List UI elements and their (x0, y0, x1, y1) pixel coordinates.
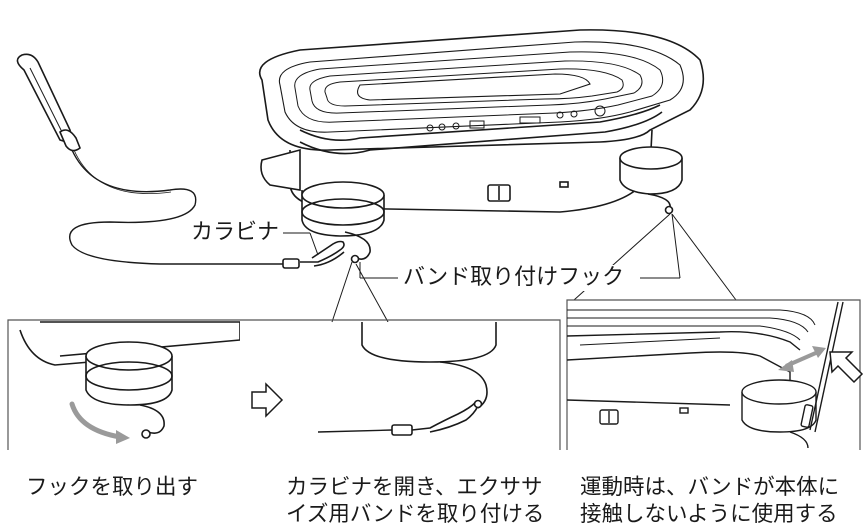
step3-detail (567, 301, 844, 449)
step2-caption: カラビナを開き、エクササ イズ用バンドを取り付ける (286, 475, 545, 527)
step1-caption: フックを取り出す (26, 475, 199, 500)
detail-panel-frame (7, 319, 561, 450)
step1-detail (19, 321, 240, 439)
exercise-band (16, 53, 345, 269)
rotation-arrow-head (116, 430, 130, 444)
outline-right-arrow-icon (251, 382, 284, 418)
carabiner-label: カラビナ (188, 220, 283, 246)
vibration-machine (258, 29, 705, 264)
step2-detail (317, 322, 497, 436)
movement-arrow-icon (778, 346, 826, 372)
step3-caption: 運動時は、バンドが本体に 接触しないように使用する (580, 475, 840, 527)
band-hook-label: バンド取り付けフック (400, 265, 628, 291)
rotation-arrow-icon (69, 401, 123, 440)
outline-diagonal-arrow-icon (829, 351, 864, 384)
